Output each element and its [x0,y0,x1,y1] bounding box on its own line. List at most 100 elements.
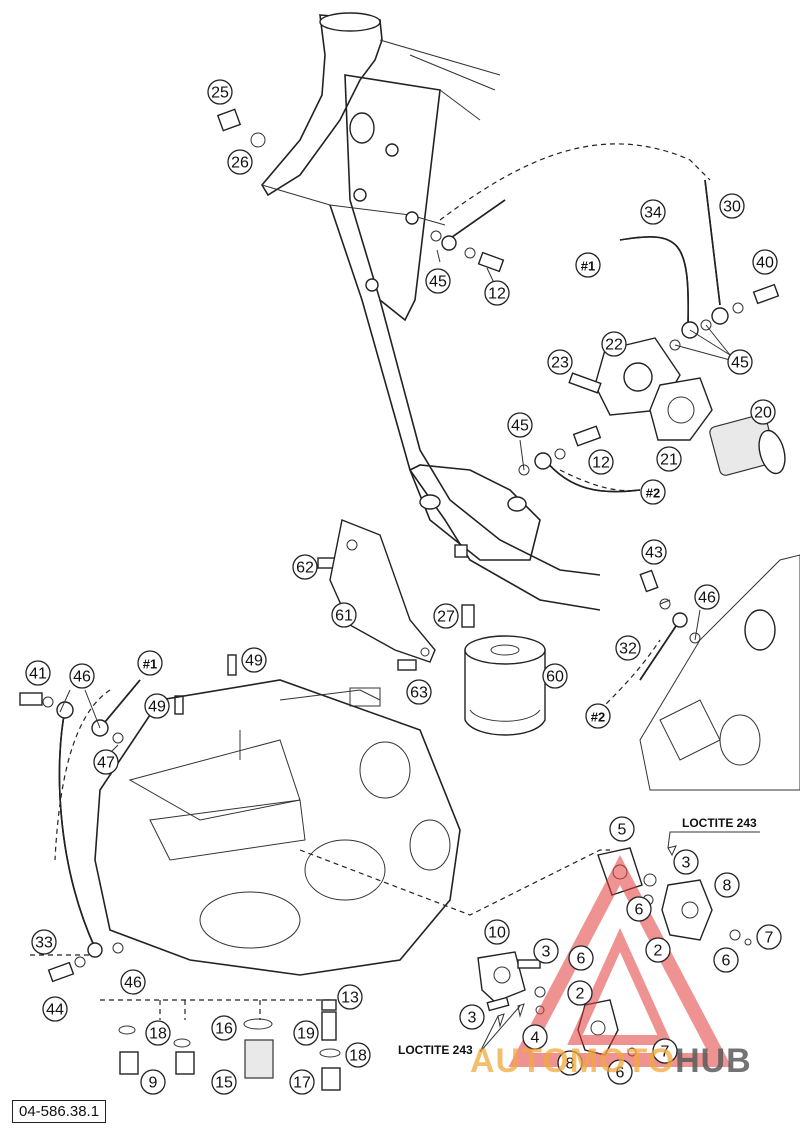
leader-lines [59,249,760,1053]
callout-18: 18 [345,1042,371,1068]
callout-label: #1 [581,259,595,274]
callout-circle [588,449,614,475]
callout-label: 3 [542,944,551,961]
callout-ref-2: #2 [640,479,666,505]
callout-label: 19 [297,1026,315,1043]
callout-21: 21 [656,446,682,472]
callout-label: 34 [644,205,662,222]
figure-code: 04-586.38.1 [12,1100,107,1123]
callout-3: 3 [673,849,699,875]
callout-30: 30 [719,193,745,219]
callout-3: 3 [459,1004,485,1030]
callout-circle [25,660,51,686]
callout-8: 8 [557,1050,583,1076]
callout-circle [640,199,666,225]
callout-circle [756,924,782,950]
callout-label: 6 [635,902,644,919]
callout-33: 33 [31,929,57,955]
callout-circle [507,412,533,438]
callout-label: 10 [488,925,506,942]
callout-circle [557,1050,583,1076]
callout-circle [93,749,119,775]
callout-circle [542,663,568,689]
callout-label: 6 [722,953,731,970]
callout-2: 2 [645,937,671,963]
callout-62: 62 [292,554,318,580]
callout-6: 6 [713,947,739,973]
callout-label: 46 [73,669,91,686]
callout-circle [673,849,699,875]
callout-23: 23 [547,349,573,375]
protection-plate [329,519,436,663]
callout-label: 8 [566,1056,575,1073]
callout-circle [547,349,573,375]
callout-4: 4 [522,1024,548,1050]
callout-circle [120,969,146,995]
callout-label: 43 [645,545,663,562]
callout-label: 27 [437,609,455,626]
callout-label: 20 [754,405,772,422]
callout-16: 16 [211,1015,237,1041]
callout-circle [31,929,57,955]
callout-46: 46 [694,584,720,610]
crankcase [94,679,461,976]
callout-circle [484,919,510,945]
callout-label: 26 [231,155,249,172]
callout-circle [522,1024,548,1050]
callout-6: 6 [568,945,594,971]
callout-label: 12 [488,286,506,303]
callout-label: 7 [661,1044,670,1061]
callout-ref-2: #2 [585,703,611,729]
callout-label: 9 [149,1075,158,1092]
callout-circle [645,937,671,963]
callout-circle [211,1015,237,1041]
callout-61: 61 [331,602,357,628]
callout-40: 40 [752,249,778,275]
callout-circle [345,1042,371,1068]
callout-circle [750,399,776,425]
callout-label: 47 [97,755,115,772]
callout-label: 17 [293,1075,311,1092]
callout-circle [433,603,459,629]
callout-15: 15 [211,1069,237,1095]
callout-label: 3 [468,1010,477,1027]
callout-circle [137,650,163,676]
callout-circle [207,79,233,105]
callout-label: 61 [335,608,353,625]
callout-8: 8 [714,872,740,898]
callout-circle [713,947,739,973]
callout-45: 45 [507,412,533,438]
callout-circle [241,647,267,673]
frame-tube [261,12,601,611]
callout-13: 13 [337,984,363,1010]
callout-22: 22 [601,331,627,357]
callout-49: 49 [144,693,170,719]
callout-label: 30 [723,199,741,216]
fittings [19,108,786,983]
callout-6: 6 [607,1059,633,1085]
callout-label: 32 [619,641,637,658]
callout-label: 6 [577,951,586,968]
callout-25: 25 [207,79,233,105]
callout-9: 9 [140,1069,166,1095]
callout-circle [145,1020,171,1046]
callout-20: 20 [750,399,776,425]
callout-label: 45 [731,355,749,372]
callout-circle [42,996,68,1022]
callout-60: 60 [542,663,568,689]
callout-3: 3 [533,938,559,964]
callout-label: 16 [215,1021,233,1038]
callout-label: 60 [546,669,564,686]
callout-circle [714,872,740,898]
callout-circle [459,1004,485,1030]
callout-label: 13 [341,990,359,1007]
callout-circle [652,1038,678,1064]
callout-label: 6 [616,1065,625,1082]
callout-circle [69,663,95,689]
callout-label: 40 [756,255,774,272]
callout-label: 3 [682,855,691,872]
callout-circle [331,602,357,628]
callout-ref-1: #1 [575,252,601,278]
callout-circle [406,679,432,705]
